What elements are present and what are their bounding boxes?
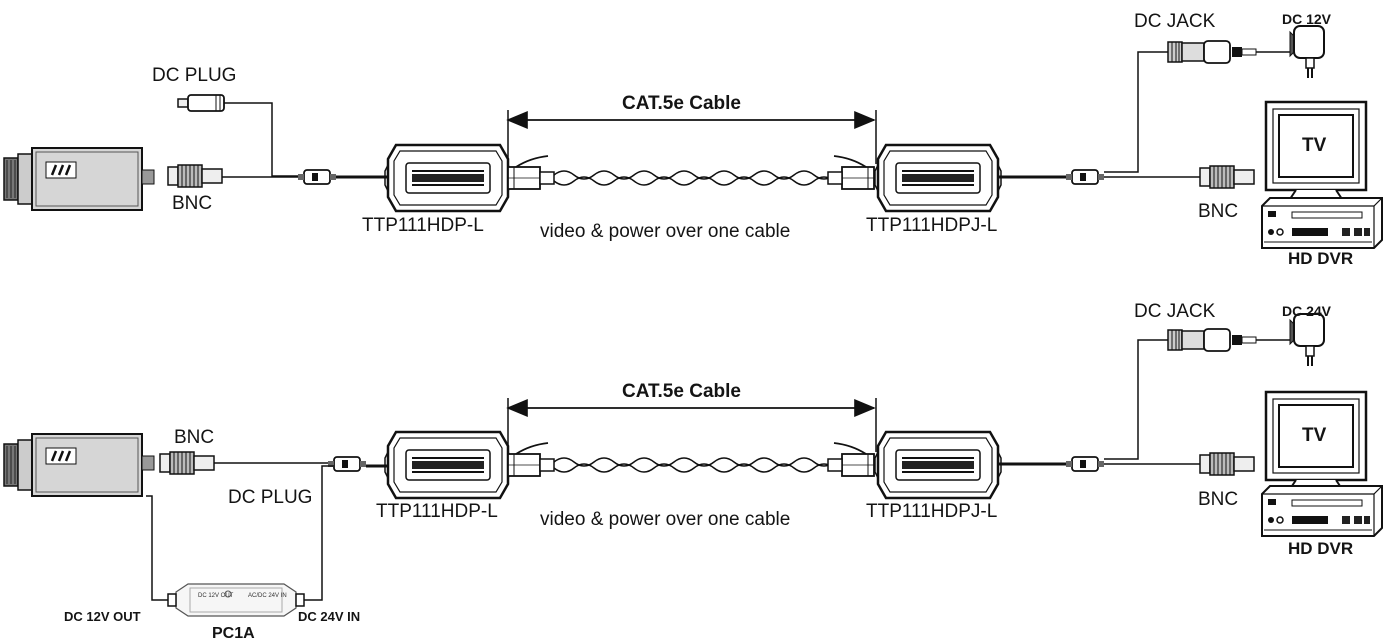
right-unit-label: TTP111HDPJ-L (866, 215, 998, 236)
dc-plug-label: DC PLUG (152, 65, 237, 86)
left-unit-label: TTP111HDP-L (376, 501, 498, 522)
rj45-connector-icon (827, 442, 875, 477)
inline-connector-icon (1065, 456, 1105, 472)
bnc-connector-icon (1199, 452, 1255, 476)
dc-out-label: DC 12V OUT (64, 609, 141, 624)
dc-plug-label: DC PLUG (228, 487, 313, 508)
video-balun-icon (383, 430, 513, 500)
inline-connector-icon (327, 456, 367, 472)
tagline-label: video & power over one cable (540, 509, 791, 530)
bnc-label: BNC (174, 427, 215, 448)
adapter-label: DC 12V (1282, 11, 1332, 27)
bnc-dvr-label: BNC (1198, 489, 1239, 510)
inline-connector-icon (297, 169, 337, 185)
left-unit-label: TTP111HDP-L (362, 215, 484, 236)
converter-label: PC1A (212, 625, 255, 642)
adapter-label: DC 24V (1282, 303, 1332, 319)
tagline-label: video & power over one cable (540, 221, 791, 242)
dc-plug-icon (177, 94, 225, 112)
dvr-recorder-icon (1261, 197, 1383, 249)
rj45-connector-icon (827, 155, 875, 190)
inline-connector-icon (1065, 169, 1105, 185)
bnc-connector-icon (167, 164, 223, 188)
video-balun-icon (873, 143, 1003, 213)
rj45-connector-icon (507, 155, 555, 190)
rj45-connector-icon (507, 442, 555, 477)
dc-jack-icon (1167, 40, 1231, 64)
dc-in-label: DC 24V IN (298, 609, 361, 624)
right-unit-label: TTP111HDPJ-L (866, 501, 998, 522)
dvr-recorder-icon (1261, 485, 1383, 537)
cctv-camera-icon (2, 146, 156, 212)
cctv-camera-icon (2, 432, 156, 498)
dc-jack-label: DC JACK (1134, 301, 1216, 322)
dvr-label: HD DVR (1288, 249, 1354, 268)
bottom-diagram (2, 313, 1383, 617)
bnc-connector-icon (159, 451, 215, 475)
tv-label: TV (1302, 425, 1327, 446)
power-adapter-icon (1289, 313, 1325, 367)
bnc-connector-icon (1199, 165, 1255, 189)
video-balun-icon (383, 143, 513, 213)
bnc-dvr-label: BNC (1198, 201, 1239, 222)
video-balun-icon (873, 430, 1003, 500)
top-diagram (2, 25, 1383, 249)
dc-jack-label: DC JACK (1134, 11, 1216, 32)
power-converter-icon (167, 583, 305, 617)
tv-label: TV (1302, 135, 1327, 156)
cable-label: CAT.5e Cable (622, 381, 741, 402)
cable-label: CAT.5e Cable (622, 93, 741, 114)
power-adapter-icon (1289, 25, 1325, 79)
dc-jack-icon (1167, 328, 1231, 352)
bnc-label: BNC (172, 193, 213, 214)
dvr-label: HD DVR (1288, 539, 1354, 558)
